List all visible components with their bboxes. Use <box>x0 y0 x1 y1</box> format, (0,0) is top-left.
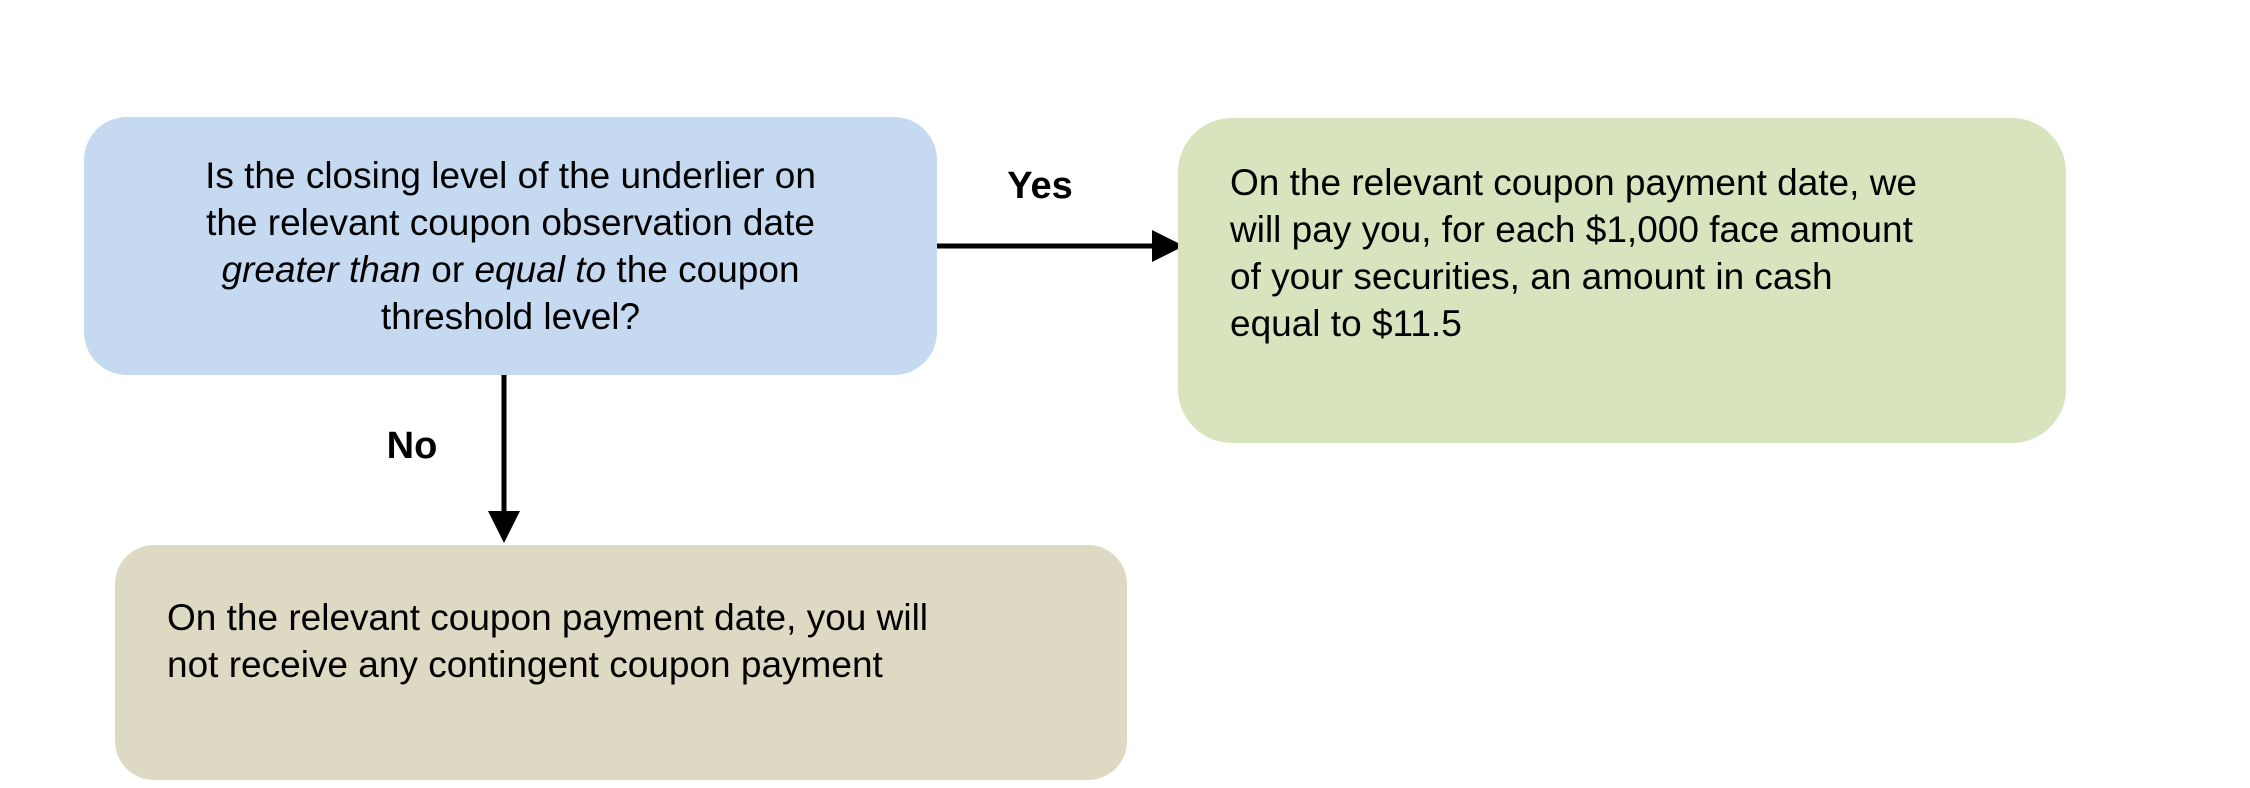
question-line-2: the relevant coupon observation date <box>206 202 815 243</box>
question-line-3-italic-2: equal to <box>474 249 607 290</box>
question-line-3-mid: or <box>421 249 475 290</box>
yes-outcome-line-4: equal to $11.5 <box>1230 303 1462 344</box>
no-arrow <box>488 375 520 543</box>
yes-outcome-line-1: On the relevant coupon payment date, we <box>1230 162 1917 203</box>
yes-arrow <box>933 230 1184 262</box>
question-line-4: threshold level? <box>380 296 641 337</box>
yes-outcome-box: On the relevant coupon payment date, we … <box>1178 118 2066 443</box>
no-outcome-box: On the relevant coupon payment date, you… <box>115 545 1127 780</box>
no-outcome-line-1: On the relevant coupon payment date, you… <box>167 597 929 638</box>
question-line-3-italic-1: greater than <box>221 249 421 290</box>
question-line-1: Is the closing level of the underlier on <box>205 155 816 196</box>
no-outcome-line-2: not receive any contingent coupon paymen… <box>167 644 883 685</box>
yes-outcome-line-3: of your securities, an amount in cash <box>1230 256 1833 297</box>
question-line-3: greater than or equal to the coupon <box>221 246 799 293</box>
question-line-3-rest: the coupon <box>606 249 800 290</box>
yes-outcome-line-2: will pay you, for each $1,000 face amoun… <box>1230 209 1913 250</box>
question-box: Is the closing level of the underlier on… <box>84 117 937 375</box>
yes-label: Yes <box>1007 165 1073 207</box>
no-label: No <box>386 425 438 467</box>
